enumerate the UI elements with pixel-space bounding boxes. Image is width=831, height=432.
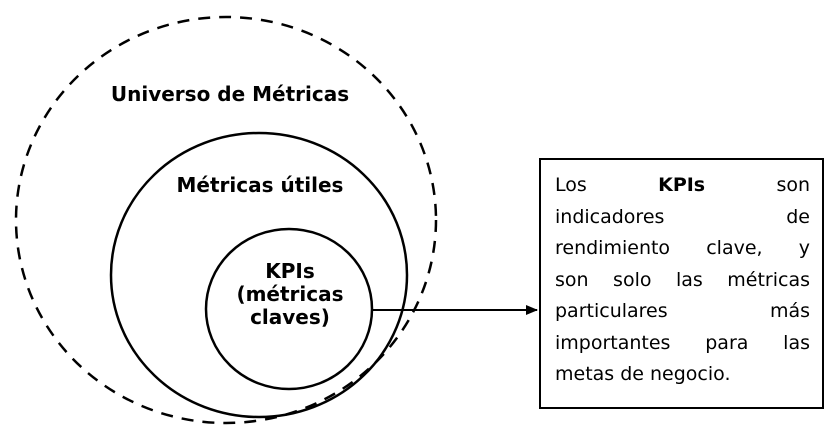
- info-line-1-bold: KPIs: [658, 174, 706, 196]
- info-line-6: importantes para las: [555, 331, 810, 354]
- useful-metrics-circle: [109, 131, 409, 419]
- kpi-label-line3: claves): [250, 305, 330, 329]
- info-line-1: Los KPIs son: [555, 170, 810, 202]
- info-line-5: particulares más: [555, 300, 810, 322]
- useful-metrics-label: Métricas útiles: [176, 173, 344, 197]
- kpi-label-line2: (métricas: [236, 282, 344, 306]
- kpi-label: KPIs (métricas claves): [230, 260, 350, 329]
- kpi-label-line1: KPIs: [265, 259, 315, 283]
- info-line-1-prefix: Los: [555, 174, 587, 196]
- info-line-4: son solo las métricas: [555, 268, 810, 291]
- info-line-7: metas de negocio.: [555, 363, 731, 385]
- info-line-2: indicadores de: [555, 205, 810, 228]
- universe-label: Universo de Métricas: [110, 82, 350, 106]
- kpi-definition-box: Los KPIs son indicadores de rendimiento …: [539, 158, 824, 409]
- info-line-1-suffix: son: [776, 174, 811, 196]
- info-line-3: rendimiento clave, y: [555, 237, 810, 259]
- universe-circle: [14, 15, 438, 425]
